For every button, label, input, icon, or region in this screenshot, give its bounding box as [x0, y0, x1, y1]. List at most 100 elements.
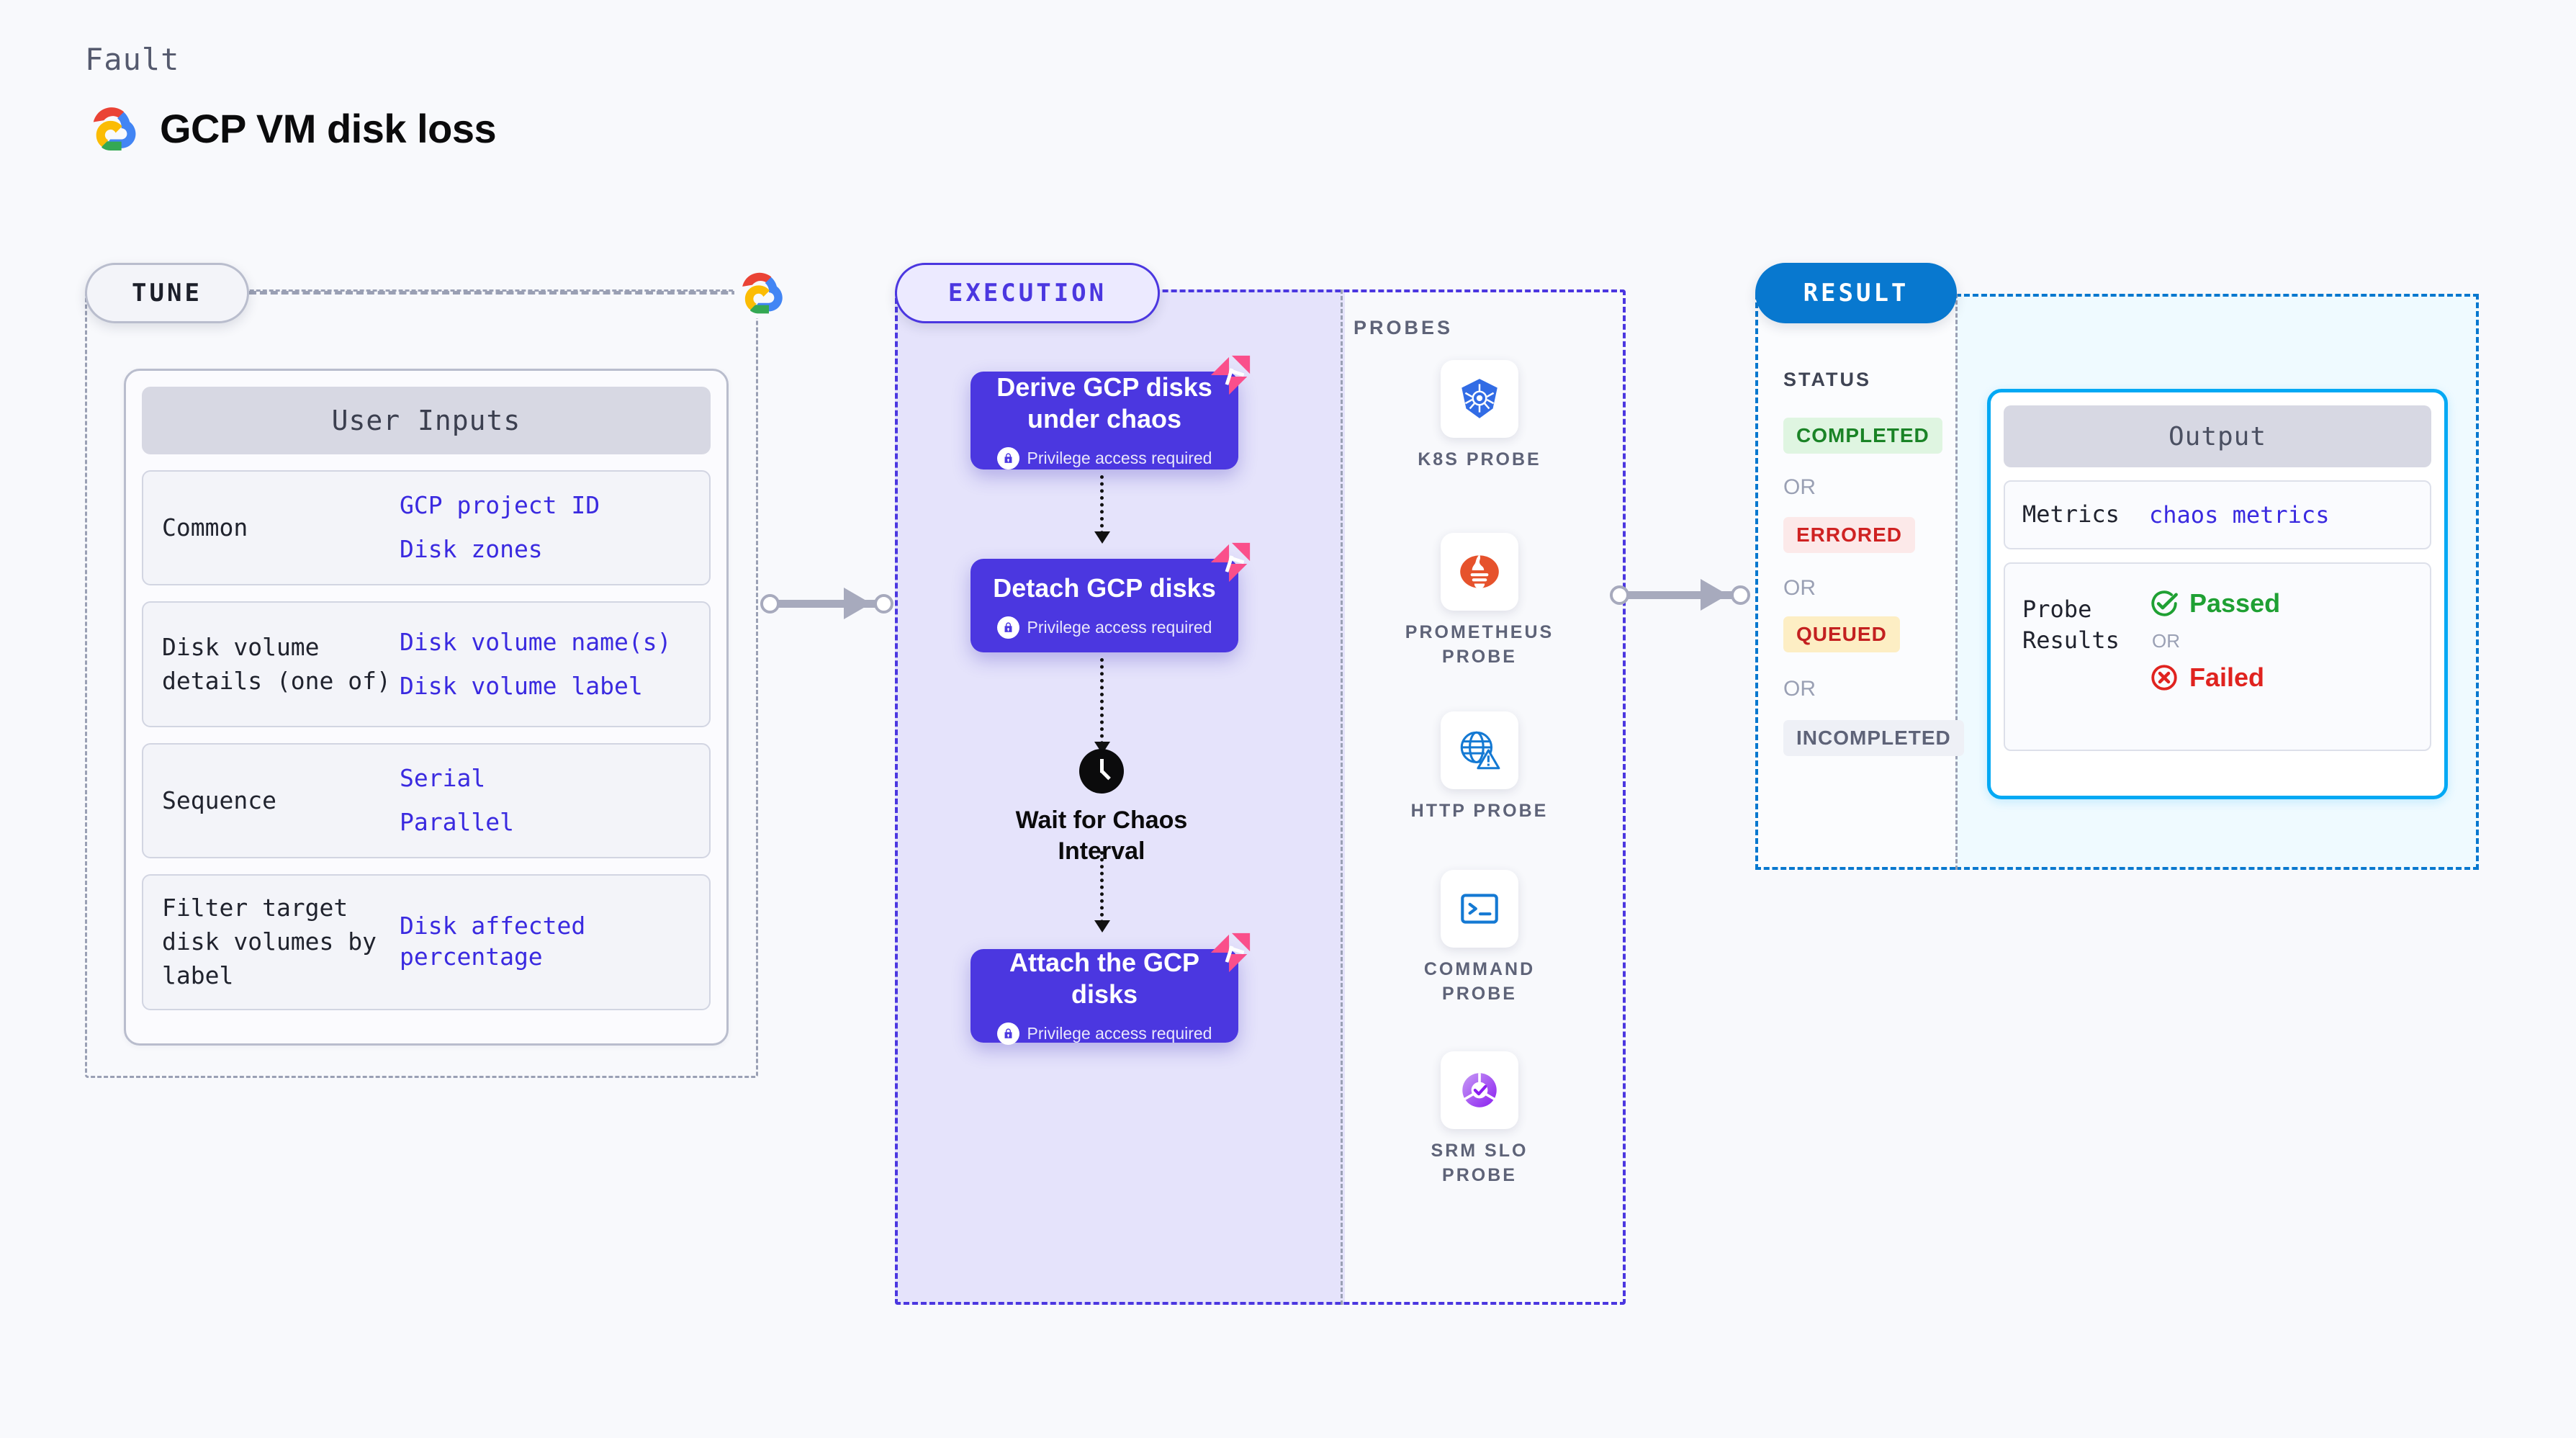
phase-badge-execution[interactable]: EXECUTION: [895, 263, 1160, 323]
row-value[interactable]: Serial: [400, 764, 486, 793]
http-globe-icon: [1460, 731, 1500, 770]
node-title: Derive GCP disks under chaos: [996, 372, 1212, 433]
flow-arrow: [1094, 658, 1110, 754]
row-key: Disk volume details (one of): [162, 632, 391, 695]
probe-tile: [1441, 1051, 1518, 1129]
lock-icon: [996, 1023, 1019, 1046]
probe-item-prometheus[interactable]: PROMETHEUS PROBE: [1397, 533, 1562, 670]
connector-endpoint: [874, 594, 893, 614]
execution-region: [895, 289, 1626, 1305]
privilege-label: Privilege access required: [1027, 1024, 1212, 1043]
connector-endpoint: [760, 594, 780, 614]
probe-tile: [1441, 360, 1518, 438]
probe-label: PROMETHEUS PROBE: [1405, 622, 1554, 667]
execution-node-detach[interactable]: Detach GCP disks Privilege access requir…: [970, 542, 1251, 652]
terminal-icon: [1461, 894, 1498, 924]
harness-logo-icon: [1210, 933, 1251, 973]
privilege-note: Privilege access required: [996, 616, 1212, 639]
row-values: Disk volume name(s) Disk volume label: [400, 627, 690, 702]
harness-logo-icon: [1210, 542, 1251, 583]
lock-icon: [996, 447, 1019, 470]
tune-top-dash-line: [249, 291, 760, 295]
probe-label: K8S PROBE: [1418, 449, 1541, 469]
row-value[interactable]: Disk affected percentage: [400, 912, 586, 971]
row-value[interactable]: Disk zones: [400, 535, 543, 563]
execution-node-attach[interactable]: Attach the GCP disks Privilege access re…: [970, 933, 1251, 1046]
tune-region: [85, 289, 758, 1078]
or-separator: OR: [1783, 475, 1816, 499]
table-row: Metrics chaos metrics: [2004, 480, 2431, 549]
probe-item-command[interactable]: COMMAND PROBE: [1397, 870, 1562, 1007]
probe-result-failed: Failed: [2149, 662, 2413, 693]
x-circle-icon: [2151, 665, 2177, 691]
connector-line: [1620, 591, 1735, 599]
connector-endpoint: [1610, 585, 1629, 605]
execution-node-derive[interactable]: Derive GCP disks under chaos Privilege a…: [970, 355, 1251, 470]
node-title: Detach GCP disks: [993, 572, 1216, 603]
clock-icon: [1079, 749, 1124, 794]
probe-result-label: Failed: [2189, 662, 2265, 692]
gcp-logo-icon: [93, 107, 136, 151]
result-inner-divider: [1955, 294, 1958, 870]
connector-arrowhead: [844, 588, 871, 619]
output-title: Output: [2004, 405, 2431, 467]
connector-line: [770, 600, 880, 608]
gcp-logo-icon: [734, 266, 786, 318]
phase-badge-tune[interactable]: TUNE: [85, 263, 249, 323]
table-row: Filter target disk volumes by label Disk…: [142, 874, 711, 1010]
probe-tile: [1441, 711, 1518, 789]
row-value[interactable]: GCP project ID: [400, 491, 600, 520]
row-value[interactable]: Disk volume name(s): [400, 627, 672, 656]
row-key: Metrics: [2022, 500, 2120, 529]
node-title: Attach the GCP disks: [1009, 947, 1200, 1009]
probe-item-srm-slo[interactable]: SRM SLO PROBE: [1397, 1051, 1562, 1188]
privilege-label: Privilege access required: [1027, 449, 1212, 468]
row-value[interactable]: Parallel: [400, 808, 514, 836]
user-inputs-card: User Inputs Common GCP project ID Disk z…: [124, 369, 729, 1046]
probe-item-k8s[interactable]: K8S PROBE: [1397, 360, 1562, 472]
row-key: Filter target disk volumes by label: [162, 894, 377, 989]
row-value[interactable]: Disk volume label: [400, 671, 643, 700]
table-row: Common GCP project ID Disk zones: [142, 470, 711, 585]
execution-node-wait: Wait for Chaos Interval: [994, 749, 1210, 866]
or-separator: OR: [1783, 576, 1816, 600]
connector-tune-to-execution: [760, 588, 903, 619]
probe-label: COMMAND PROBE: [1423, 959, 1536, 1004]
prometheus-icon: [1460, 554, 1499, 589]
kubernetes-icon: [1462, 379, 1498, 418]
row-values: Disk affected percentage: [400, 911, 690, 973]
connector-endpoint: [1731, 585, 1750, 605]
probe-label: HTTP PROBE: [1410, 801, 1549, 821]
lock-icon: [996, 616, 1019, 639]
status-badge: ERRORED: [1783, 517, 1916, 553]
row-key: Probe Results: [2022, 596, 2120, 655]
result-status-region: [1755, 294, 1955, 870]
phase-badge-result[interactable]: RESULT: [1755, 263, 1957, 323]
connector-arrowhead: [1701, 579, 1728, 611]
probe-result-passed: Passed: [2149, 588, 2413, 619]
probe-label: SRM SLO PROBE: [1431, 1141, 1528, 1185]
flow-arrow: [1094, 851, 1110, 933]
output-card: Output Metrics chaos metrics Probe Resul…: [1987, 389, 2448, 799]
status-title: STATUS: [1783, 369, 1871, 390]
page-title: GCP VM disk loss: [160, 105, 497, 151]
row-value[interactable]: chaos metrics: [2149, 501, 2330, 529]
probes-divider: [1341, 289, 1343, 1305]
srm-slo-icon: [1462, 1073, 1497, 1107]
check-circle-icon: [2151, 590, 2178, 616]
row-values: chaos metrics: [2149, 501, 2413, 529]
table-row: Disk volume details (one of) Disk volume…: [142, 601, 711, 727]
privilege-note: Privilege access required: [996, 1023, 1212, 1046]
probe-item-http[interactable]: HTTP PROBE: [1397, 711, 1562, 824]
probe-result-label: Passed: [2189, 588, 2281, 618]
table-row: Probe Results Passed OR Failed: [2004, 562, 2431, 751]
or-separator: OR: [1783, 677, 1816, 701]
harness-logo-icon: [1210, 355, 1251, 395]
row-values: Serial Parallel: [400, 763, 690, 838]
probes-title: PROBES: [1354, 317, 1454, 338]
row-key: Common: [162, 513, 248, 542]
or-separator: OR: [2152, 630, 2180, 652]
fault-title-row: GCP VM disk loss: [85, 101, 497, 156]
status-badge: QUEUED: [1783, 616, 1900, 652]
